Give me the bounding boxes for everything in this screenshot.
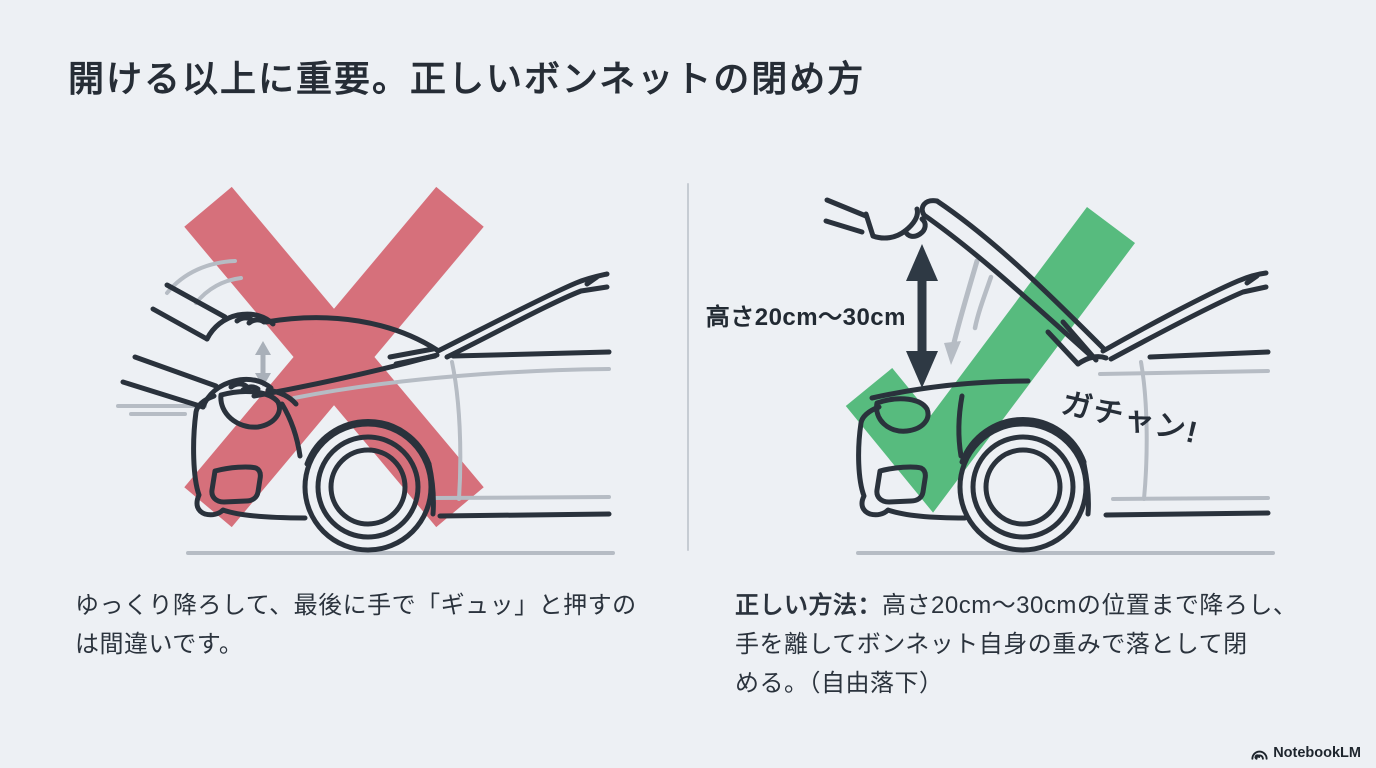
correct-method-caption: 正しい方法：高さ20cm〜30cmの位置まで降ろし、 手を離してボンネット自身の… <box>735 586 1375 703</box>
hood-bounce-arrow <box>255 341 271 387</box>
correct-caption-lead: 正しい方法： <box>735 592 882 619</box>
correct-car-outline <box>823 197 1271 553</box>
drop-motion-arrow <box>944 258 994 365</box>
wrong-car-gray-lines <box>186 360 615 555</box>
correct-caption-line2: 手を離してボンネット自身の重みで落として閉 <box>735 631 1248 658</box>
page-title: 開ける以上に重要。正しいボンネットの閉め方 <box>68 58 866 99</box>
correct-car-gray-lines <box>856 360 1275 555</box>
wrong-method-illustration <box>116 186 615 555</box>
notebooklm-brand: NotebookLM <box>1250 745 1361 761</box>
drop-height-label: 高さ20cm〜30cm <box>705 304 906 331</box>
wrong-method-caption: ゆっくり降ろして、最後に手で「ギュッ」と押すの は間違いです。 <box>75 586 705 664</box>
brand-wordmark: NotebookLM <box>1273 745 1361 761</box>
wrong-motion-lines <box>116 259 243 416</box>
correct-method-illustration <box>823 197 1275 555</box>
correct-caption-line3: める。（自由落下） <box>735 670 944 697</box>
check-mark <box>845 207 1136 513</box>
wrong-caption-line2: は間違いです。 <box>75 631 244 658</box>
wrong-caption-line1: ゆっくり降ろして、最後に手で「ギュッ」と押すの <box>75 592 637 619</box>
drop-height-arrow <box>906 244 938 388</box>
notebooklm-logo-icon <box>1251 750 1268 760</box>
correct-caption-line1: 高さ20cm〜30cmの位置まで降ろし、 <box>882 592 1298 619</box>
wrong-car-outline <box>120 271 612 553</box>
